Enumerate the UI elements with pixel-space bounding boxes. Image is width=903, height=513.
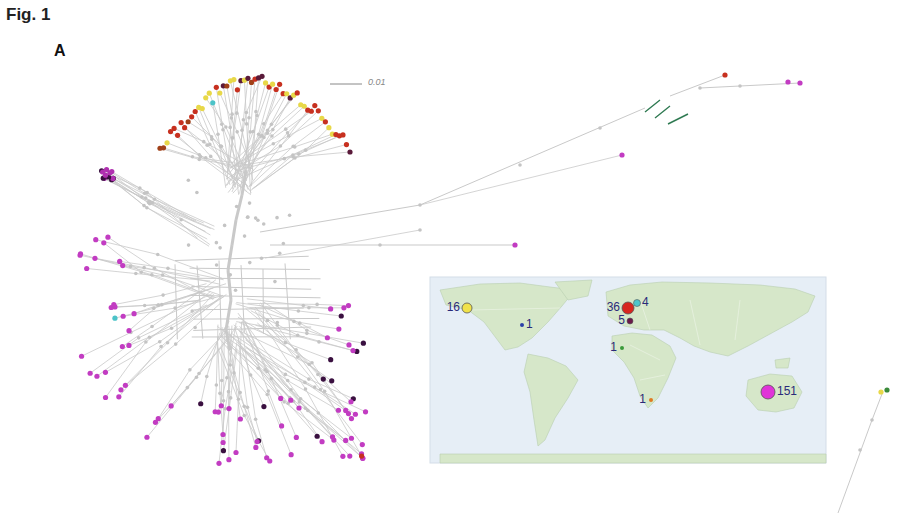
panel-letter: A xyxy=(54,42,66,60)
sample-count: 5 xyxy=(618,314,625,327)
sample-count: 4 xyxy=(642,296,649,309)
figure-title: Fig. 1 xyxy=(6,6,50,25)
scale-bar xyxy=(330,84,362,85)
tree-branches xyxy=(80,75,882,513)
sample-count: 1 xyxy=(639,393,646,406)
scale-label: 0.01 xyxy=(368,78,386,88)
map-land xyxy=(440,280,826,463)
break-marks xyxy=(645,100,688,124)
sample-count: 1 xyxy=(610,341,617,354)
sample-count: 1 xyxy=(526,318,533,331)
map-borders xyxy=(470,300,740,380)
map-ocean xyxy=(430,277,826,463)
sample-count: 151 xyxy=(777,385,797,398)
sample-count: 16 xyxy=(447,301,460,314)
tree-leaves xyxy=(77,72,889,465)
sample-count: 36 xyxy=(607,301,620,314)
map-sample-circles xyxy=(462,300,775,403)
